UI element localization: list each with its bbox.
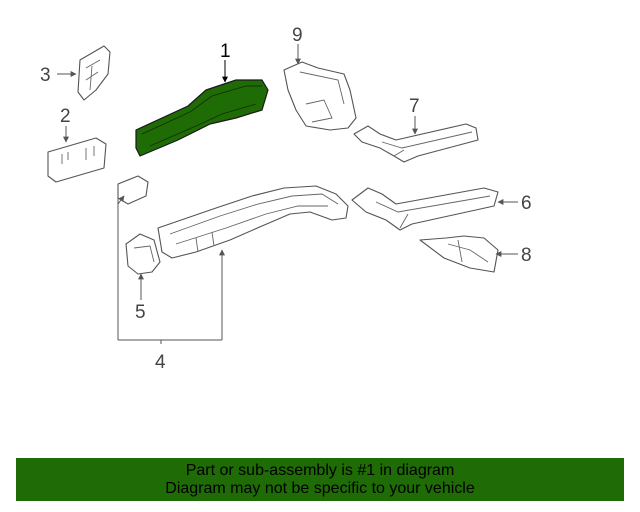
- callout-7: 7: [409, 96, 420, 117]
- part-4-rail-assembly[interactable]: [157, 185, 349, 259]
- part-4-gusset[interactable]: [117, 175, 149, 205]
- part-8-bracket[interactable]: [419, 235, 499, 273]
- callout-4: 4: [155, 352, 166, 373]
- info-banner: Part or sub-assembly is #1 in diagram Di…: [16, 458, 624, 501]
- banner-line-1: Part or sub-assembly is #1 in diagram: [185, 461, 455, 479]
- part-2-plate[interactable]: [47, 137, 107, 183]
- callout-2: 2: [60, 106, 71, 127]
- callout-3: 3: [40, 65, 51, 86]
- callout-1: 1: [220, 41, 231, 62]
- callout-9: 9: [292, 25, 303, 46]
- part-3-bracket[interactable]: [77, 45, 111, 101]
- banner-line-2: Diagram may not be specific to your vehi…: [165, 479, 475, 497]
- part-7-reinforcement[interactable]: [353, 123, 479, 163]
- callouts: 1 3 2 9 7 6 8 5 4: [40, 25, 532, 373]
- part-5-bracket[interactable]: [125, 233, 161, 275]
- callout-8: 8: [521, 245, 532, 266]
- part-9-apron[interactable]: [283, 61, 357, 131]
- callout-5: 5: [135, 302, 146, 323]
- part-1-front-rail-highlighted[interactable]: [135, 79, 269, 157]
- callout-6: 6: [521, 193, 532, 214]
- leader-lines: [57, 44, 518, 344]
- part-6-reinforcement[interactable]: [351, 187, 499, 231]
